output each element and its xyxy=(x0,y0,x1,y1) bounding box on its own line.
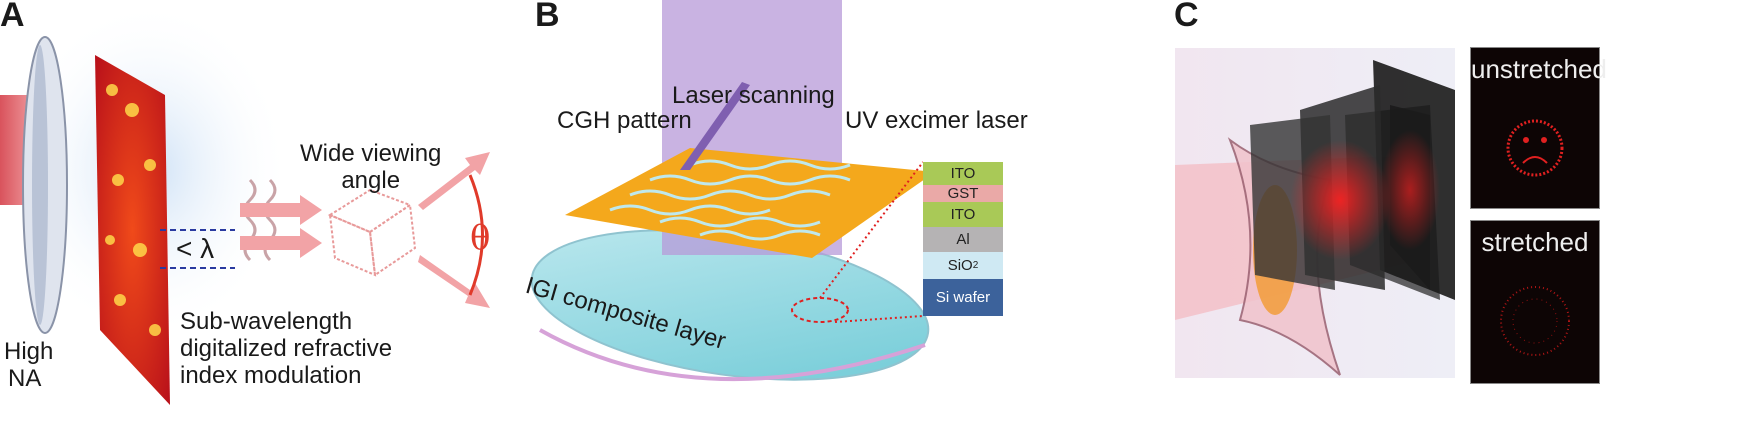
theta-symbol: θ xyxy=(470,218,491,258)
wide-angle-line: Wide viewing xyxy=(300,140,442,167)
cgh-pattern-label: CGH pattern xyxy=(557,107,692,134)
modulation-caption: Sub-wavelength digitalized refractive in… xyxy=(180,308,392,389)
arrow-icon xyxy=(240,228,322,258)
caption-line: index modulation xyxy=(180,362,362,389)
wide-angle-label: Wide viewing angle xyxy=(300,140,441,194)
stretched-image: stretched xyxy=(1470,220,1600,384)
panel-c-label: C xyxy=(1174,0,1199,34)
cube-icon xyxy=(327,188,417,277)
layer-ito-top: ITO xyxy=(923,162,1003,185)
cgh-sheet xyxy=(565,148,935,258)
sio2-text: SiO xyxy=(947,257,973,274)
sio2-subscript: 2 xyxy=(972,260,979,271)
wide-angle-line: angle xyxy=(341,167,401,194)
layer-ito-bottom: ITO xyxy=(923,202,1003,227)
layer-gst: GST xyxy=(923,185,1003,202)
laser-beam xyxy=(680,82,750,170)
stretched-label: stretched xyxy=(1481,227,1589,257)
panel-a-label: A xyxy=(0,0,25,34)
laser-scanning-label: Laser scanning xyxy=(672,82,835,109)
high-na-line: NA xyxy=(8,365,42,392)
arrow-icon xyxy=(418,255,490,308)
zoom-marker xyxy=(791,297,849,323)
hologram-spots xyxy=(105,84,161,336)
sad-face-icon xyxy=(1506,119,1564,177)
sub-lambda-label: < λ xyxy=(176,233,215,264)
caption-line: Sub-wavelength xyxy=(180,308,353,335)
high-na-label: High NA xyxy=(4,338,53,392)
panel-b-graphics xyxy=(530,0,935,382)
cgh-pattern xyxy=(609,159,851,241)
high-na-line: High xyxy=(4,338,54,365)
panel-c-graphics xyxy=(1175,48,1455,378)
layer-si-wafer: Si wafer xyxy=(923,279,1003,316)
hologram-plate xyxy=(95,55,170,405)
distorted-face-icon xyxy=(1500,286,1570,356)
panel-a-graphics xyxy=(0,0,490,405)
panel-b-label: B xyxy=(535,0,560,34)
unstretched-image: unstretched xyxy=(1470,47,1607,209)
unstretched-label: unstretched xyxy=(1471,54,1607,84)
caption-line: digitalized refractive xyxy=(180,335,393,362)
red-image-glow xyxy=(1290,140,1390,260)
arrow-icon xyxy=(418,152,490,210)
layer-al: Al xyxy=(923,227,1003,252)
uv-laser-label: UV excimer laser xyxy=(845,107,1028,134)
arrow-icon xyxy=(240,195,322,225)
lens-edge xyxy=(32,45,48,325)
